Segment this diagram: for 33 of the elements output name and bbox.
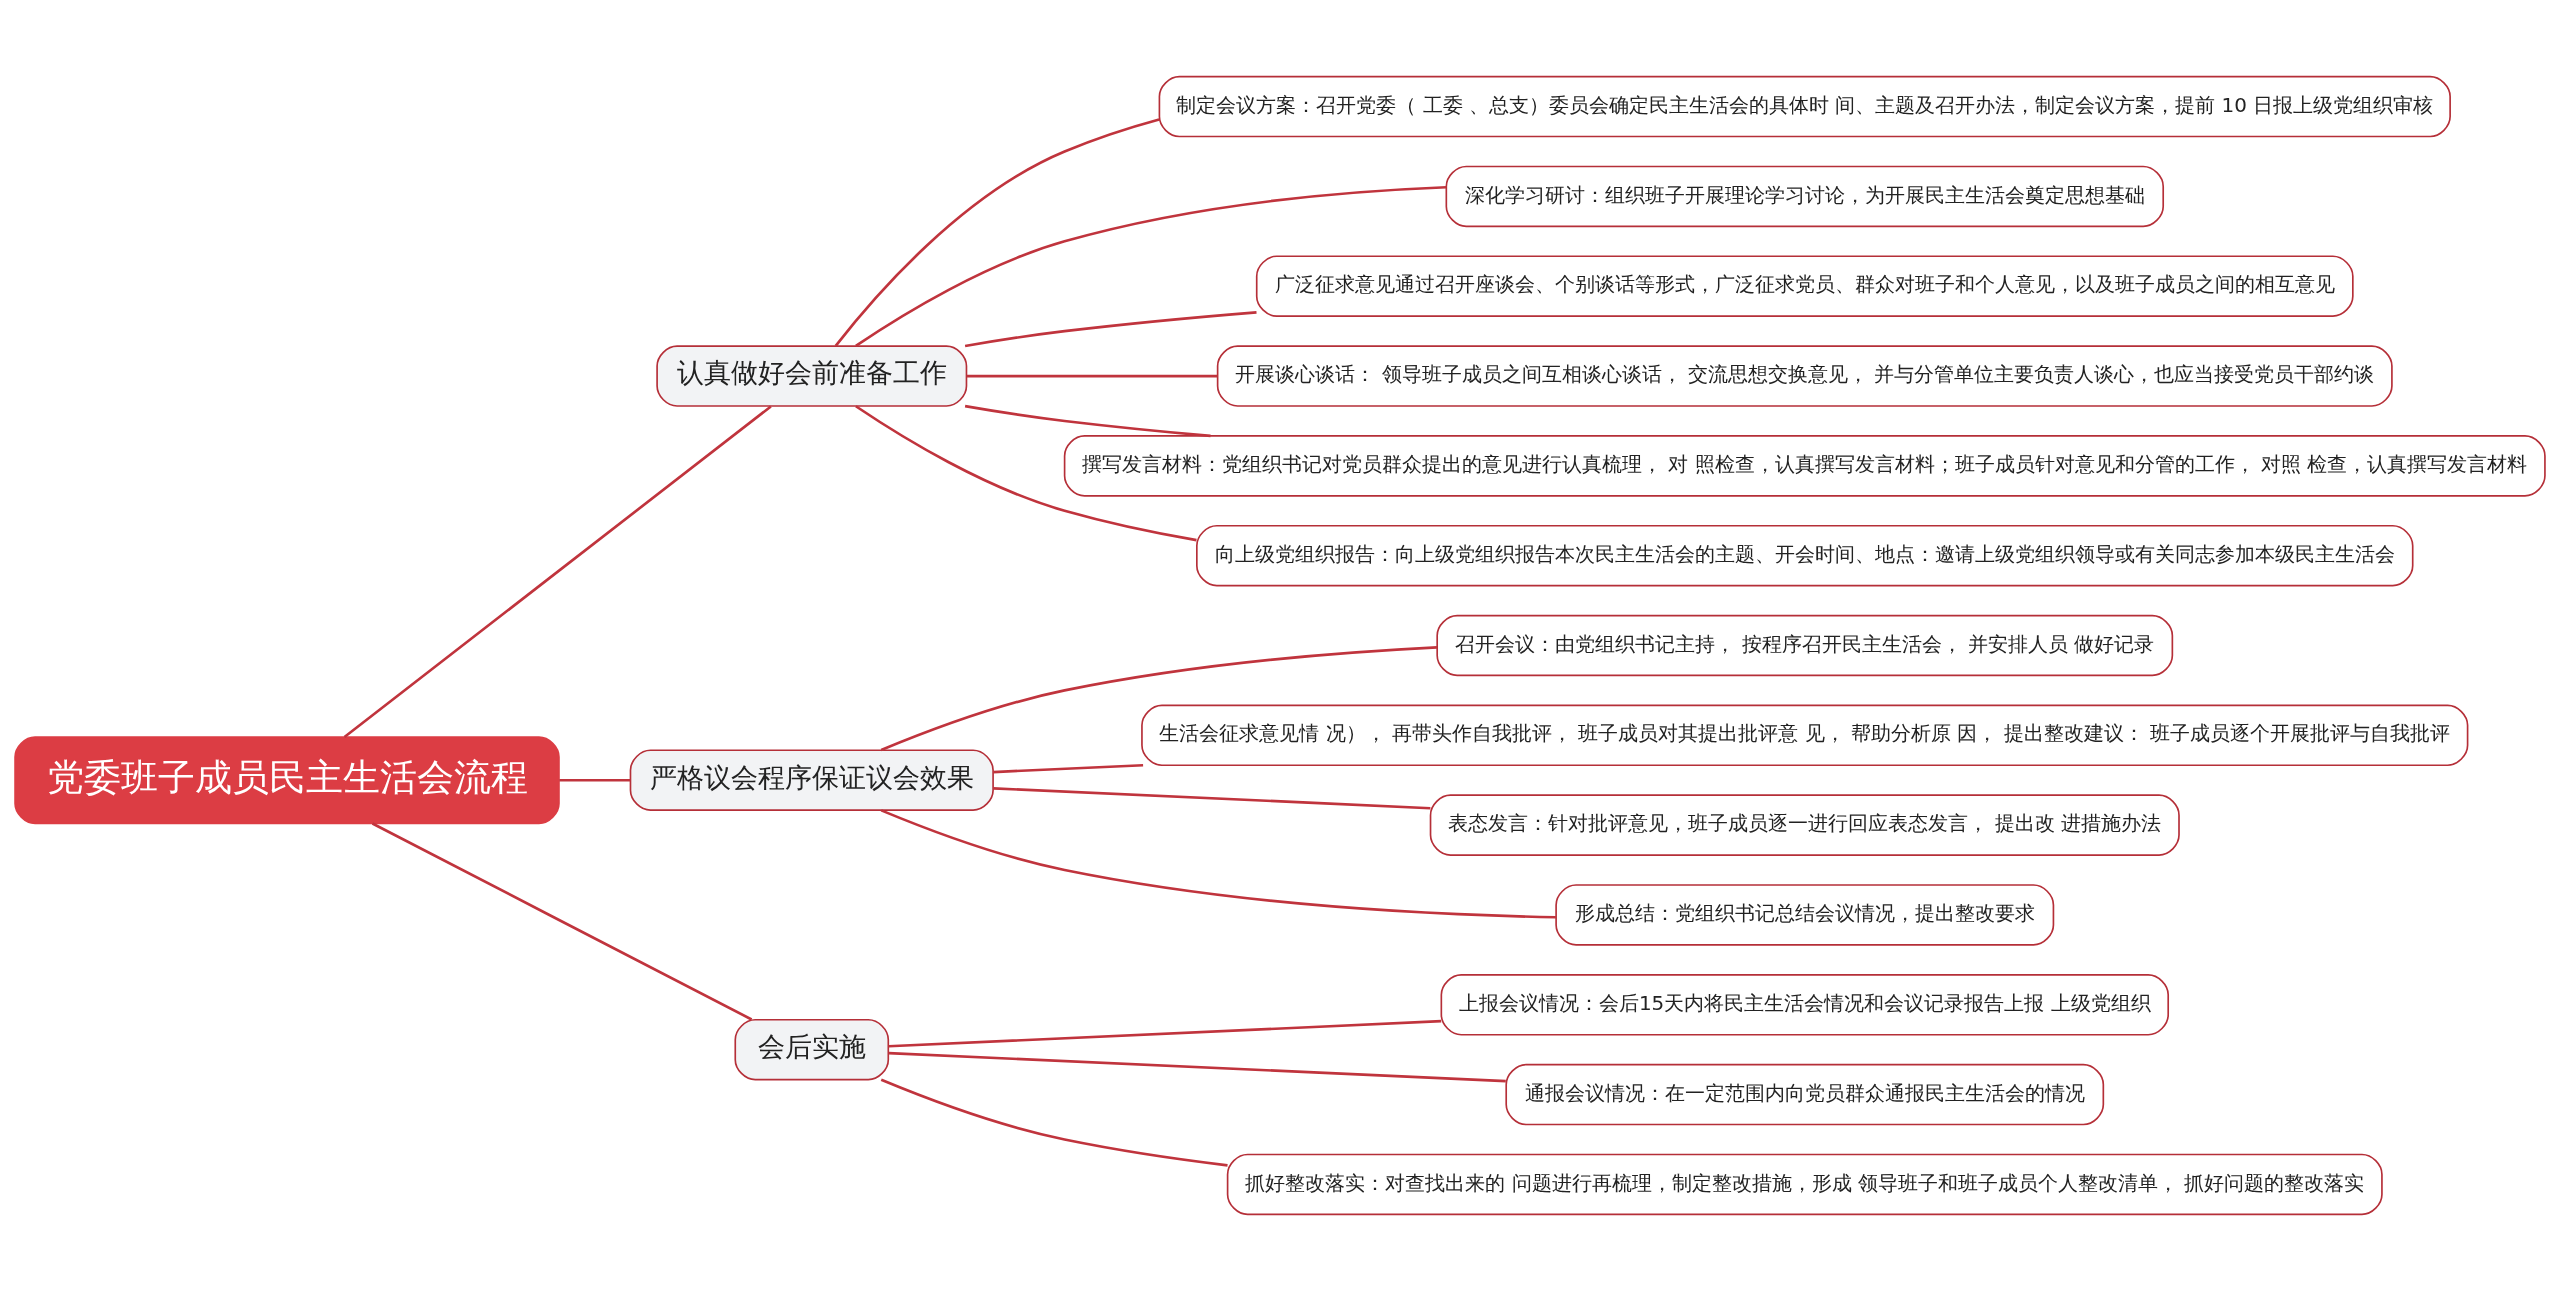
node-box: 认真做好会前准备工作	[656, 344, 968, 407]
node-box: 形成总结：党组织书记总结会议情况，提出整改要求	[1555, 883, 2055, 946]
node-box: 严格议会程序保证议会效果	[629, 748, 994, 811]
connector	[880, 808, 1556, 919]
node-box: 召开会议：由党组织书记主持， 按程序召开民主生活会， 并安排人员 做好记录	[1436, 614, 2174, 676]
connector	[371, 821, 753, 1021]
connector	[888, 1051, 1506, 1082]
connector	[993, 763, 1144, 773]
connector	[855, 404, 1197, 541]
connector	[834, 117, 1160, 347]
connector	[888, 1019, 1442, 1048]
node-box: 会后实施	[734, 1018, 890, 1080]
node-box: 向上级党组织报告：向上级党组织报告本次民主生活会的主题、开会时间、地点：邀请上级党组织领导或有关同志参加本级民主生活会	[1196, 524, 2414, 586]
node-box: 生活会征求意见情 况）， 再带头作自我批评， 班子成员对其提出批评意 见， 帮助分析原 因， 提出整改建议： 班子成员逐个开展批评与自我批评	[1141, 704, 2469, 766]
node-box: 表态发言：针对批评意见，班子成员逐一进行回应表态发言， 提出改 进措施办法	[1429, 793, 2180, 856]
connector	[559, 778, 631, 782]
connector	[993, 786, 1431, 810]
connector	[343, 404, 772, 738]
node-box: 深化学习研讨：组织班子开展理论学习讨论，为开展民主生活会奠定思想基础	[1445, 165, 2165, 227]
connector	[880, 1078, 1228, 1167]
node-box: 撰写发言材料：党组织书记对党员群众提出的意见进行认真梳理， 对 照检查，认真撰写发言材料；班子成员针对意见和分管的工作， 对照 检查，认真撰写发言材料	[1063, 434, 2546, 497]
connector	[967, 374, 1218, 377]
node-box: 党委班子成员民主生活会流程	[14, 735, 560, 824]
connector	[964, 310, 1257, 347]
node-box: 抓好整改落实：对查找出来的 问题进行再梳理，制定整改措施，形成 领导班子和班子成员个人整改清单， 抓好问题的整改落实	[1226, 1153, 2383, 1215]
node-box: 通报会议情况：在一定范围内向党员群众通报民主生活会的情况	[1505, 1063, 2105, 1125]
connector	[855, 185, 1447, 347]
connector	[880, 645, 1438, 751]
connector	[964, 404, 1211, 437]
node-box: 上报会议情况：会后15天内将民主生活会情况和会议记录报告上报 上级党组织	[1440, 973, 2170, 1036]
node-box: 制定会议方案：召开党委（ 工委 、总支）委员会确定民主生活会的具体时 间、主题及召开办法，制定会议方案，提前 10 日报上级党组织审核	[1158, 75, 2451, 137]
node-box: 广泛征求意见通过召开座谈会、个别谈话等形式，广泛征求党员、群众对班子和个人意见，以及班子成员之间的相互意见	[1255, 254, 2354, 317]
node-box: 开展谈心谈话： 领导班子成员之间互相谈心谈话， 交流思想交换意见， 并与分管单位主要负责人谈心，也应当接受党员干部约谈	[1216, 344, 2393, 407]
